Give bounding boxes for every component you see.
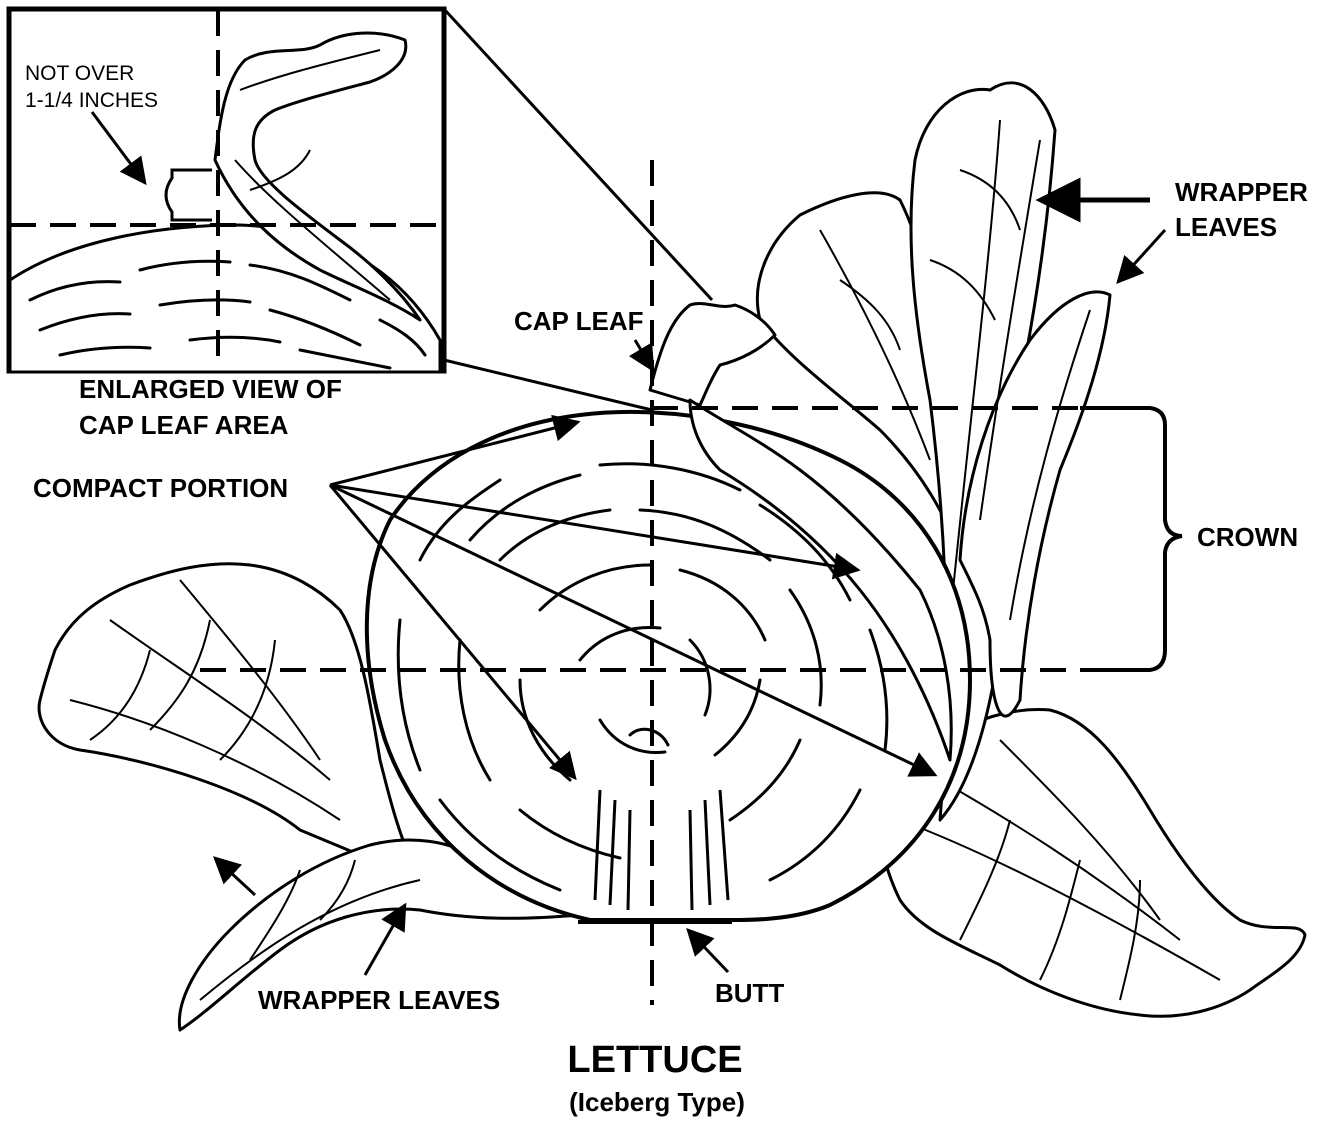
figure-subtitle: (Iceberg Type) — [569, 1087, 745, 1117]
compact-portion-label: COMPACT PORTION — [33, 473, 288, 503]
not-over-label-line2: 1-1/4 INCHES — [25, 89, 158, 112]
cap-leaf-label: CAP LEAF — [514, 306, 644, 336]
wrapper-bottom-arrow-1 — [215, 858, 255, 895]
wrapper-leaves-bottom-label: WRAPPER LEAVES — [258, 985, 500, 1015]
wrapper-right-arrow-2 — [1118, 230, 1165, 282]
enlarged-view-label-line1: ENLARGED VIEW OF — [79, 374, 342, 404]
butt-arrow — [688, 930, 728, 972]
enlarged-view-label-line2: CAP LEAF AREA — [79, 410, 289, 440]
wrapper-bottom-arrow-2 — [365, 905, 405, 975]
figure-title: LETTUCE — [567, 1039, 742, 1081]
butt-label: BUTT — [715, 978, 784, 1008]
not-over-label-line1: NOT OVER — [25, 62, 134, 85]
wrapper-leaves-right-label-line1: WRAPPER — [1175, 177, 1308, 207]
lettuce-head — [367, 412, 970, 920]
wrapper-leaves-right-label-line2: LEAVES — [1175, 212, 1277, 242]
crown-label: CROWN — [1197, 522, 1298, 552]
crown-bracket — [1080, 408, 1182, 670]
